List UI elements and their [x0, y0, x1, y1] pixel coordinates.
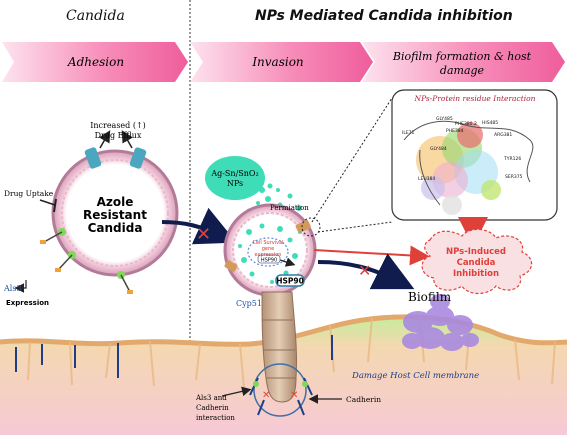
efflux-arrow-right	[121, 130, 133, 149]
azole-label-1: Azole	[97, 195, 134, 209]
biofilm-banner	[362, 42, 565, 82]
stage-invasion-label: Invasion	[251, 55, 303, 69]
efflux-pump-left[interactable]	[84, 147, 102, 170]
residue-label: SER375	[505, 174, 523, 180]
nps-label-1: Ag-Sn/SnO₂	[210, 169, 258, 178]
invasion-arrow	[161, 207, 237, 245]
als3-cadherin-pointer	[221, 386, 252, 397]
invading-cell-inner	[232, 212, 308, 288]
residue-label: GLY484	[430, 146, 447, 152]
cell-survival-label-3: expression	[255, 252, 282, 258]
cell-survival-label-1: Cell Survival	[252, 240, 283, 246]
protein-interaction-title: NPs-Protein residue Interaction	[414, 94, 536, 103]
hsp90-small-box	[257, 254, 281, 264]
azole-label-3: Candida	[88, 221, 143, 235]
biofilm-cluster	[402, 294, 479, 351]
azole-resistant-candida-cell	[51, 149, 179, 277]
stage-biofilm-label-2: damage	[440, 64, 485, 77]
residue-label: ILE71	[402, 130, 415, 136]
residue-label: PHE384	[446, 128, 464, 134]
expression-label: Expression	[6, 299, 49, 307]
protein-surface	[416, 122, 501, 215]
cell-survival-label-2: gene	[262, 246, 275, 252]
np-induced-label-3: Inhibition	[453, 269, 499, 279]
als3-expression-pointer	[14, 280, 27, 293]
tissue-cell-borders	[0, 314, 567, 347]
als3-label: Als3	[3, 284, 22, 293]
membrane-transporter	[295, 220, 311, 233]
invasion-banner	[190, 42, 373, 82]
hsp90-small-label: HSP90	[261, 258, 277, 264]
membrane-transporter-2	[224, 260, 238, 272]
title-nps-mediated: NPs Mediated Candida inhibition	[255, 8, 513, 24]
np-induced-inhibition-splash	[421, 228, 533, 295]
residue-label: TYR126	[503, 156, 521, 162]
efflux-label-1: Increased (↑)	[90, 121, 146, 130]
hypha-septa	[262, 319, 296, 379]
drug-uptake-arrow	[39, 199, 56, 206]
protein-backbone	[403, 120, 534, 206]
svg-text:✕: ✕	[262, 390, 270, 401]
nps-label-2: NPs	[227, 179, 243, 188]
stage-adhesion-label: Adhesion	[67, 55, 124, 69]
hsp90-box	[275, 274, 305, 287]
permiation-label: Permiation	[270, 204, 309, 212]
residue-label: HIS485	[482, 120, 498, 126]
stage-biofilm-label-1: Biofilm formation & host	[392, 50, 532, 63]
residue-label: ARG381	[494, 132, 512, 138]
nps-cluster	[205, 156, 265, 200]
cyp51-label: Cyp51	[236, 299, 262, 308]
biofilm-arrow	[317, 253, 415, 290]
als3-adhesins	[40, 228, 133, 294]
biofilm-label: Biofilm	[408, 290, 452, 304]
gene-expression-ring	[247, 237, 289, 267]
invading-hypha	[261, 291, 298, 403]
damage-membrane-label: Damage Host Cell membrane	[351, 371, 479, 381]
biofilm-block-x: ✕	[358, 261, 371, 280]
np-induced-label-1: NPs-Induced	[446, 247, 506, 257]
candida-membrane-inner	[61, 159, 169, 267]
svg-text:✕: ✕	[290, 390, 298, 401]
cadherin-block-marks: ✕✕	[262, 390, 298, 401]
efflux-label-2: Drug Efflux	[95, 131, 142, 140]
hsp90-arrow	[279, 257, 296, 267]
np-induced-label-2: Candida	[457, 258, 496, 268]
invasion-pocket	[253, 363, 307, 417]
zoom-lines	[311, 97, 393, 233]
title-candida: Candida	[66, 8, 125, 24]
efflux-arrow-left	[99, 130, 111, 149]
hsp90-label: HSP90	[276, 277, 304, 286]
cadherin-receptors	[249, 377, 313, 416]
drug-uptake-label: Drug Uptake	[4, 189, 54, 198]
residue-label: LEU384	[418, 176, 435, 182]
cadherin-label: Cadherin	[346, 395, 381, 404]
azole-label-2: Resistant	[83, 208, 147, 222]
cell-to-inhibition-arrow	[313, 245, 430, 266]
residue-label: PHE380.2	[455, 121, 477, 127]
efflux-pump-right[interactable]	[129, 147, 147, 170]
invasion-block-x: ✕	[196, 224, 211, 245]
als3-cadherin-label-3: interaction	[196, 414, 235, 422]
als3-cadherin-label-1: Als3 and	[195, 394, 227, 402]
als3-cadherin-label-2: Cadherin	[196, 404, 229, 412]
drug-uptake-block	[53, 198, 57, 213]
residue-label: GLY485	[436, 116, 453, 122]
zoom-circle	[301, 217, 321, 237]
host-surface-receptors	[15, 335, 333, 378]
adhesion-banner	[2, 42, 188, 82]
